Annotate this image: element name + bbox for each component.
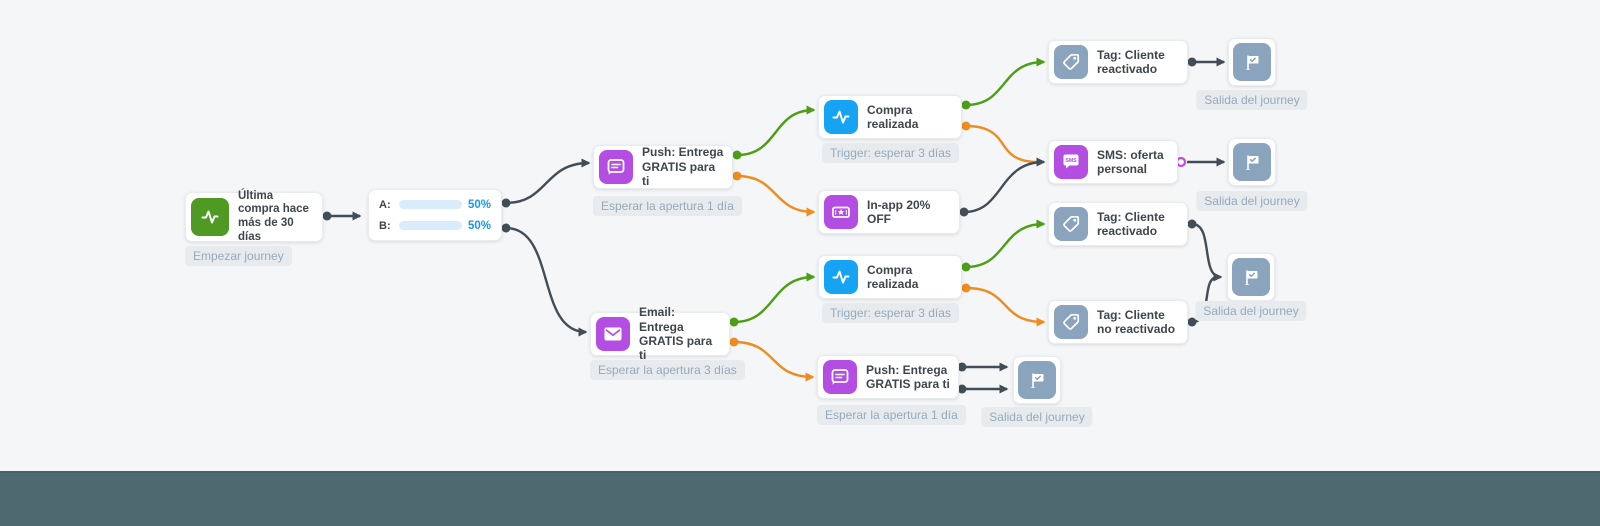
badge-exit-1: Salida del journey (1196, 90, 1308, 110)
sms-icon-text: SMS (1065, 158, 1077, 164)
activity-icon (824, 260, 858, 294)
ab-variant-b: B: 50% (379, 220, 491, 232)
variant-a-bar (399, 200, 462, 209)
badge-push-bottom: Esperar la apertura 1 día (817, 405, 966, 425)
node-push-bottom[interactable]: Push: Entrega GRATIS para ti (817, 355, 959, 399)
ab-variant-a: A: 50% (379, 199, 491, 211)
node-label: Email: Entrega GRATIS para ti (639, 305, 713, 363)
variant-b-label: B: (379, 219, 391, 232)
ticket-icon (824, 195, 858, 229)
node-push-top[interactable]: Push: Entrega GRATIS para ti (593, 145, 733, 189)
tag-icon (1054, 207, 1088, 241)
node-exit-4[interactable] (1013, 356, 1061, 404)
node-purchase-top[interactable]: Compra realizada (818, 95, 962, 139)
flag-icon (1233, 143, 1271, 181)
variant-a-label: A: (379, 198, 391, 211)
activity-icon (824, 100, 858, 134)
node-email[interactable]: Email: Entrega GRATIS para ti (590, 305, 730, 362)
variant-a-percent: 50% (467, 198, 491, 211)
node-sms-offer[interactable]: SMS SMS: oferta personal (1048, 140, 1178, 184)
node-exit-1[interactable] (1228, 38, 1276, 86)
activity-icon (191, 198, 229, 236)
output-ports[interactable] (322, 57, 1197, 394)
node-label: Compra realizada (867, 102, 919, 131)
node-label: Push: Entrega GRATIS para ti (642, 145, 724, 189)
node-purchase-bottom[interactable]: Compra realizada (818, 255, 962, 299)
badge-push-top: Esperar la apertura 1 día (593, 196, 742, 216)
message-icon (599, 150, 633, 184)
node-ab-split[interactable]: A: 50% B: 50% (368, 189, 502, 241)
badge-exit-2: Salida del journey (1196, 191, 1308, 211)
tag-icon (1054, 305, 1088, 339)
node-label: In-app 20% OFF (867, 197, 931, 226)
node-label: Tag: Cliente reactivado (1097, 209, 1165, 238)
node-label: Tag: Cliente no reactivado (1097, 307, 1176, 336)
bottom-toolbar (0, 471, 1600, 526)
node-tag-not-reactivated[interactable]: Tag: Cliente no reactivado (1048, 300, 1188, 344)
badge-start: Empezar journey (185, 246, 292, 266)
node-label: Compra realizada (867, 262, 919, 291)
node-label: Push: Entrega GRATIS para ti (866, 362, 950, 391)
flag-icon (1018, 361, 1056, 399)
message-icon (823, 360, 857, 394)
badge-email: Esperar la apertura 3 días (590, 360, 745, 380)
tag-icon (1054, 45, 1088, 79)
badge-purchase-top: Trigger: esperar 3 días (822, 143, 959, 163)
node-exit-2[interactable] (1228, 138, 1276, 186)
node-tag-reactivated-top[interactable]: Tag: Cliente reactivado (1048, 40, 1188, 84)
badge-exit-4: Salida del journey (981, 407, 1093, 427)
sms-icon: SMS (1054, 145, 1088, 179)
node-tag-reactivated-bottom[interactable]: Tag: Cliente reactivado (1048, 202, 1188, 246)
variant-b-bar (399, 221, 462, 230)
node-exit-3[interactable] (1227, 253, 1275, 301)
node-inapp-offer[interactable]: In-app 20% OFF (818, 190, 960, 234)
node-label: Última compra hace más de 30 días (238, 189, 309, 243)
badge-purchase-bottom: Trigger: esperar 3 días (822, 303, 959, 323)
node-label: Tag: Cliente reactivado (1097, 47, 1165, 76)
variant-b-percent: 50% (467, 219, 491, 232)
node-start-trigger[interactable]: Última compra hace más de 30 días (185, 189, 323, 243)
flag-icon (1232, 258, 1270, 296)
flag-icon (1233, 43, 1271, 81)
email-icon (596, 317, 630, 351)
badge-exit-3: Salida del journey (1195, 301, 1307, 321)
node-label: SMS: oferta personal (1097, 147, 1164, 176)
